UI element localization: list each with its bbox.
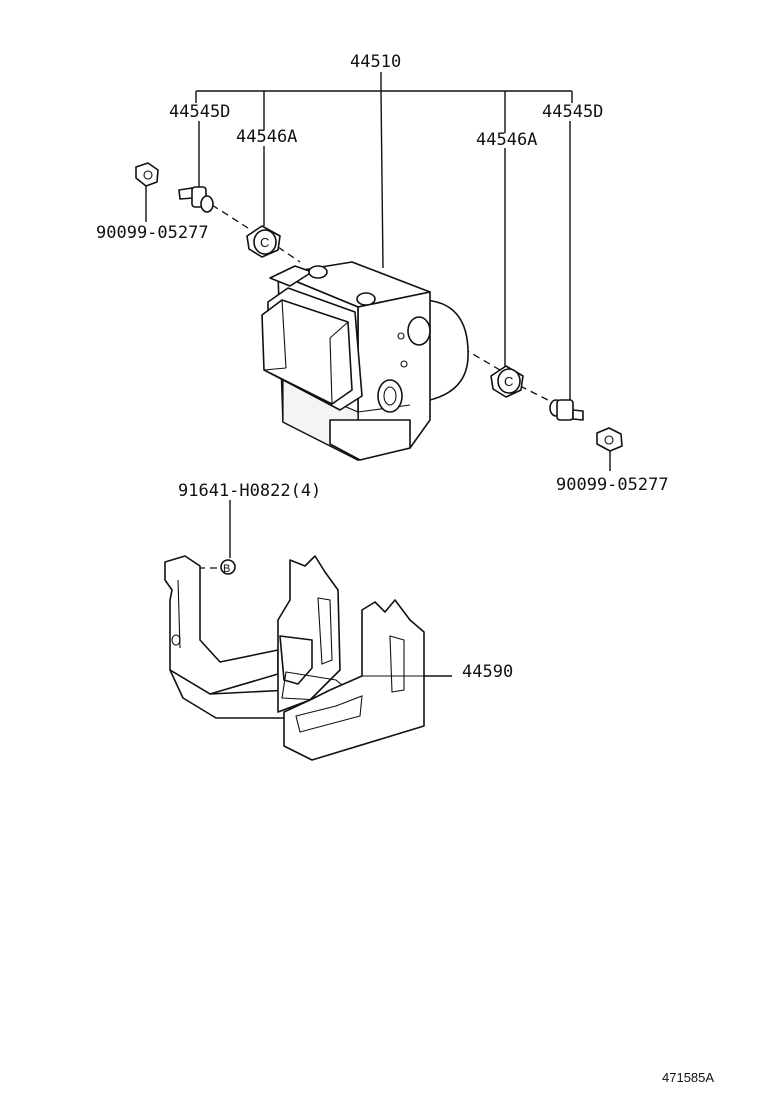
leader-lines xyxy=(145,72,611,677)
label-bracket: 44590 xyxy=(462,662,513,682)
cushion-mark-left: C xyxy=(260,235,269,250)
label-bolt-right: 44545D xyxy=(542,102,603,122)
label-cushion-left: 44546A xyxy=(236,127,297,147)
bracket-bolt-marker: B xyxy=(223,563,230,575)
cushion-left: C xyxy=(246,225,281,258)
label-bolt-left: 44545D xyxy=(169,102,230,122)
abs-actuator xyxy=(261,261,469,461)
bolt-left xyxy=(178,186,214,213)
label-nut-right: 90099-05277 xyxy=(556,475,669,495)
cushion-mark-right: C xyxy=(504,374,513,389)
flange-nut-right xyxy=(596,427,623,452)
label-cushion-right: 44546A xyxy=(476,130,537,150)
bolt-right xyxy=(549,399,584,421)
label-nut-left: 90099-05277 xyxy=(96,223,209,243)
actuator-bracket: B xyxy=(164,555,425,761)
label-bracket-bolt: 91641-H0822(4) xyxy=(178,481,321,501)
part-labels: 44510 44545D 44545D 44546A 44546A 90099-… xyxy=(96,52,714,1085)
drawing-number: 471585A xyxy=(662,1070,714,1085)
cushion-right: C xyxy=(490,365,524,398)
label-assembly: 44510 xyxy=(350,52,401,72)
flange-nut-left xyxy=(135,162,159,187)
